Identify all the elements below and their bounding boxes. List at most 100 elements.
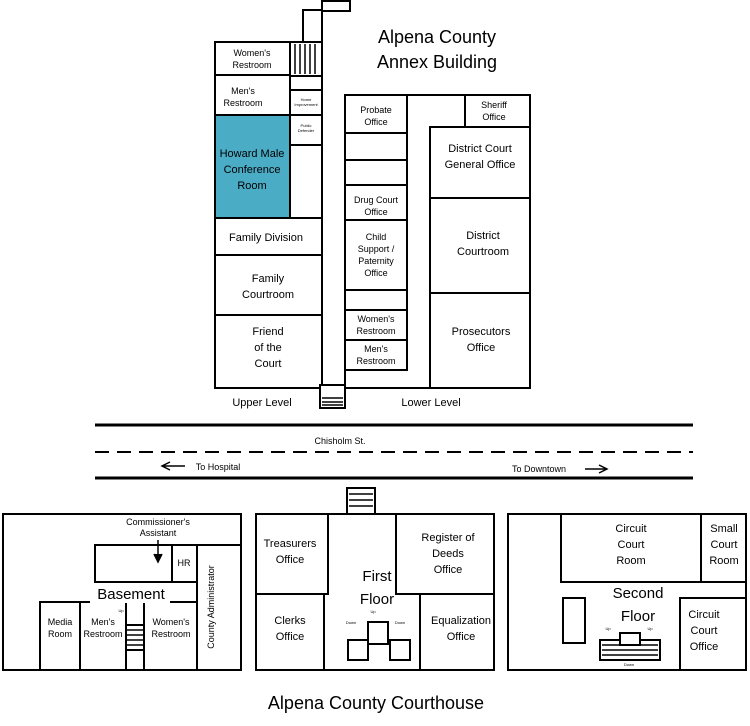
room-label: Equalization bbox=[431, 615, 491, 627]
room-label: Conference bbox=[224, 164, 281, 176]
room-label: Down bbox=[395, 620, 405, 625]
basement-plan: HR County Administrator Media Room Men's… bbox=[2, 513, 242, 671]
chisholm-street: Chisholm St. To Hospital To Downtown bbox=[95, 423, 693, 480]
room-friend-of-the-court bbox=[214, 314, 323, 389]
room-label: Court bbox=[618, 539, 645, 551]
room-womens-restroom-upper bbox=[214, 41, 291, 76]
room-treasurers-office bbox=[255, 513, 329, 595]
room-label: Men's bbox=[91, 617, 115, 627]
room-clerks-office bbox=[255, 593, 325, 671]
room-label: Friend bbox=[252, 326, 283, 338]
room-label: Drug Court bbox=[354, 195, 399, 205]
room-label: Circuit bbox=[615, 523, 646, 535]
room-family-courtroom bbox=[214, 254, 323, 316]
room-label: Room bbox=[709, 555, 738, 567]
room-label: Men's bbox=[364, 344, 388, 354]
street-name: Chisholm St. bbox=[314, 436, 365, 446]
second-floor-label-1: Second bbox=[613, 585, 664, 602]
room-label: Home bbox=[301, 97, 312, 102]
room-label: Down bbox=[346, 620, 356, 625]
room-label: Office bbox=[364, 268, 387, 278]
room-label: Up bbox=[605, 626, 611, 631]
room-label: Office bbox=[276, 554, 305, 566]
entrance-stairs bbox=[346, 487, 376, 515]
first-floor-label-2: Floor bbox=[360, 591, 394, 608]
room-label: Restroom bbox=[356, 326, 395, 336]
room-label: Child bbox=[366, 232, 387, 242]
room-family-division bbox=[214, 217, 323, 256]
room-prosecutors-office bbox=[429, 292, 531, 389]
room-womens-restroom-lower bbox=[344, 309, 408, 341]
room-label: Probate bbox=[360, 105, 392, 115]
room-label: Office bbox=[276, 631, 305, 643]
room-label: District bbox=[466, 230, 500, 242]
room-mens-restroom-lower bbox=[344, 339, 408, 371]
room-public-office bbox=[289, 114, 323, 146]
room-label: Commissioner's bbox=[126, 517, 190, 527]
room-label: HR bbox=[178, 558, 191, 568]
room-label: Room bbox=[237, 180, 266, 192]
room-hr bbox=[171, 544, 198, 583]
room-sheriff-office bbox=[464, 94, 531, 128]
room-label: Support / bbox=[358, 244, 395, 254]
arrow-right-icon bbox=[585, 464, 609, 474]
room-probate-office bbox=[344, 94, 408, 134]
room-label: Sheriff bbox=[481, 100, 507, 110]
upper-level-label: Upper Level bbox=[232, 397, 291, 409]
room-womens-restroom-basement bbox=[143, 601, 198, 671]
room-label: Defender bbox=[298, 128, 315, 133]
room-label: County Administrator bbox=[206, 565, 216, 649]
room-label: Court bbox=[711, 539, 738, 551]
room-label: Deeds bbox=[432, 548, 464, 560]
room-label: Clerks bbox=[274, 615, 306, 627]
first-floor-label-1: First bbox=[362, 568, 392, 585]
second-floor-label-2: Floor bbox=[621, 608, 655, 625]
room-label: Up bbox=[647, 626, 653, 631]
room-label: Office bbox=[364, 207, 387, 217]
room-label: Family Division bbox=[229, 232, 303, 244]
basement-floor-label: Basement bbox=[97, 586, 165, 603]
room-label: Down bbox=[624, 662, 634, 667]
courthouse-title: Alpena County Courthouse bbox=[268, 693, 484, 713]
stair-tower bbox=[289, 0, 351, 77]
room-label: Room bbox=[616, 555, 645, 567]
room-label: Circuit bbox=[688, 609, 719, 621]
room-child-support bbox=[344, 219, 408, 291]
room-label: Up bbox=[118, 608, 124, 613]
room-county-administrator bbox=[196, 544, 242, 671]
room-howard-male-conference bbox=[214, 114, 291, 219]
room-label: Up bbox=[370, 609, 376, 614]
room-label: Court bbox=[255, 358, 282, 370]
room-label: Courtroom bbox=[457, 246, 509, 258]
room-label: Men's bbox=[231, 86, 255, 96]
arrow-down-icon bbox=[153, 540, 163, 564]
room-label: Office bbox=[482, 112, 505, 122]
lower-level-label: Lower Level bbox=[401, 397, 460, 409]
room-label: Prosecutors bbox=[452, 326, 511, 338]
room-label: Restroom bbox=[151, 629, 190, 639]
to-hospital-label: To Hospital bbox=[196, 462, 241, 472]
room-label: Restroom bbox=[223, 98, 262, 108]
room-label: Office bbox=[690, 641, 719, 653]
room-label: Court bbox=[691, 625, 718, 637]
room-label: District Court bbox=[448, 143, 512, 155]
room-label: Women's bbox=[233, 48, 271, 58]
room-label: Paternity bbox=[358, 256, 394, 266]
room-label: Courtroom bbox=[242, 289, 294, 301]
room-district-courtroom bbox=[429, 197, 531, 294]
upper-level: Women's Restroom Men's Restroom Home Imp… bbox=[214, 41, 346, 409]
room-label: Room bbox=[48, 629, 72, 639]
annex-title-line2: Annex Building bbox=[377, 52, 497, 72]
room-label: Restroom bbox=[232, 60, 271, 70]
room-label: Public bbox=[301, 123, 312, 128]
room-label: Assistant bbox=[140, 528, 177, 538]
room-label: General Office bbox=[445, 159, 516, 171]
room-label: Media bbox=[48, 617, 73, 627]
room-label: Restroom bbox=[356, 356, 395, 366]
room-label: Small bbox=[710, 523, 738, 535]
room-circuit-court bbox=[560, 513, 702, 583]
room-label: Women's bbox=[152, 617, 190, 627]
room-label: Office bbox=[447, 631, 476, 643]
room-label: Register of bbox=[421, 532, 475, 544]
second-floor-plan: Circuit Court Room Small Court Room Circ… bbox=[507, 513, 747, 671]
